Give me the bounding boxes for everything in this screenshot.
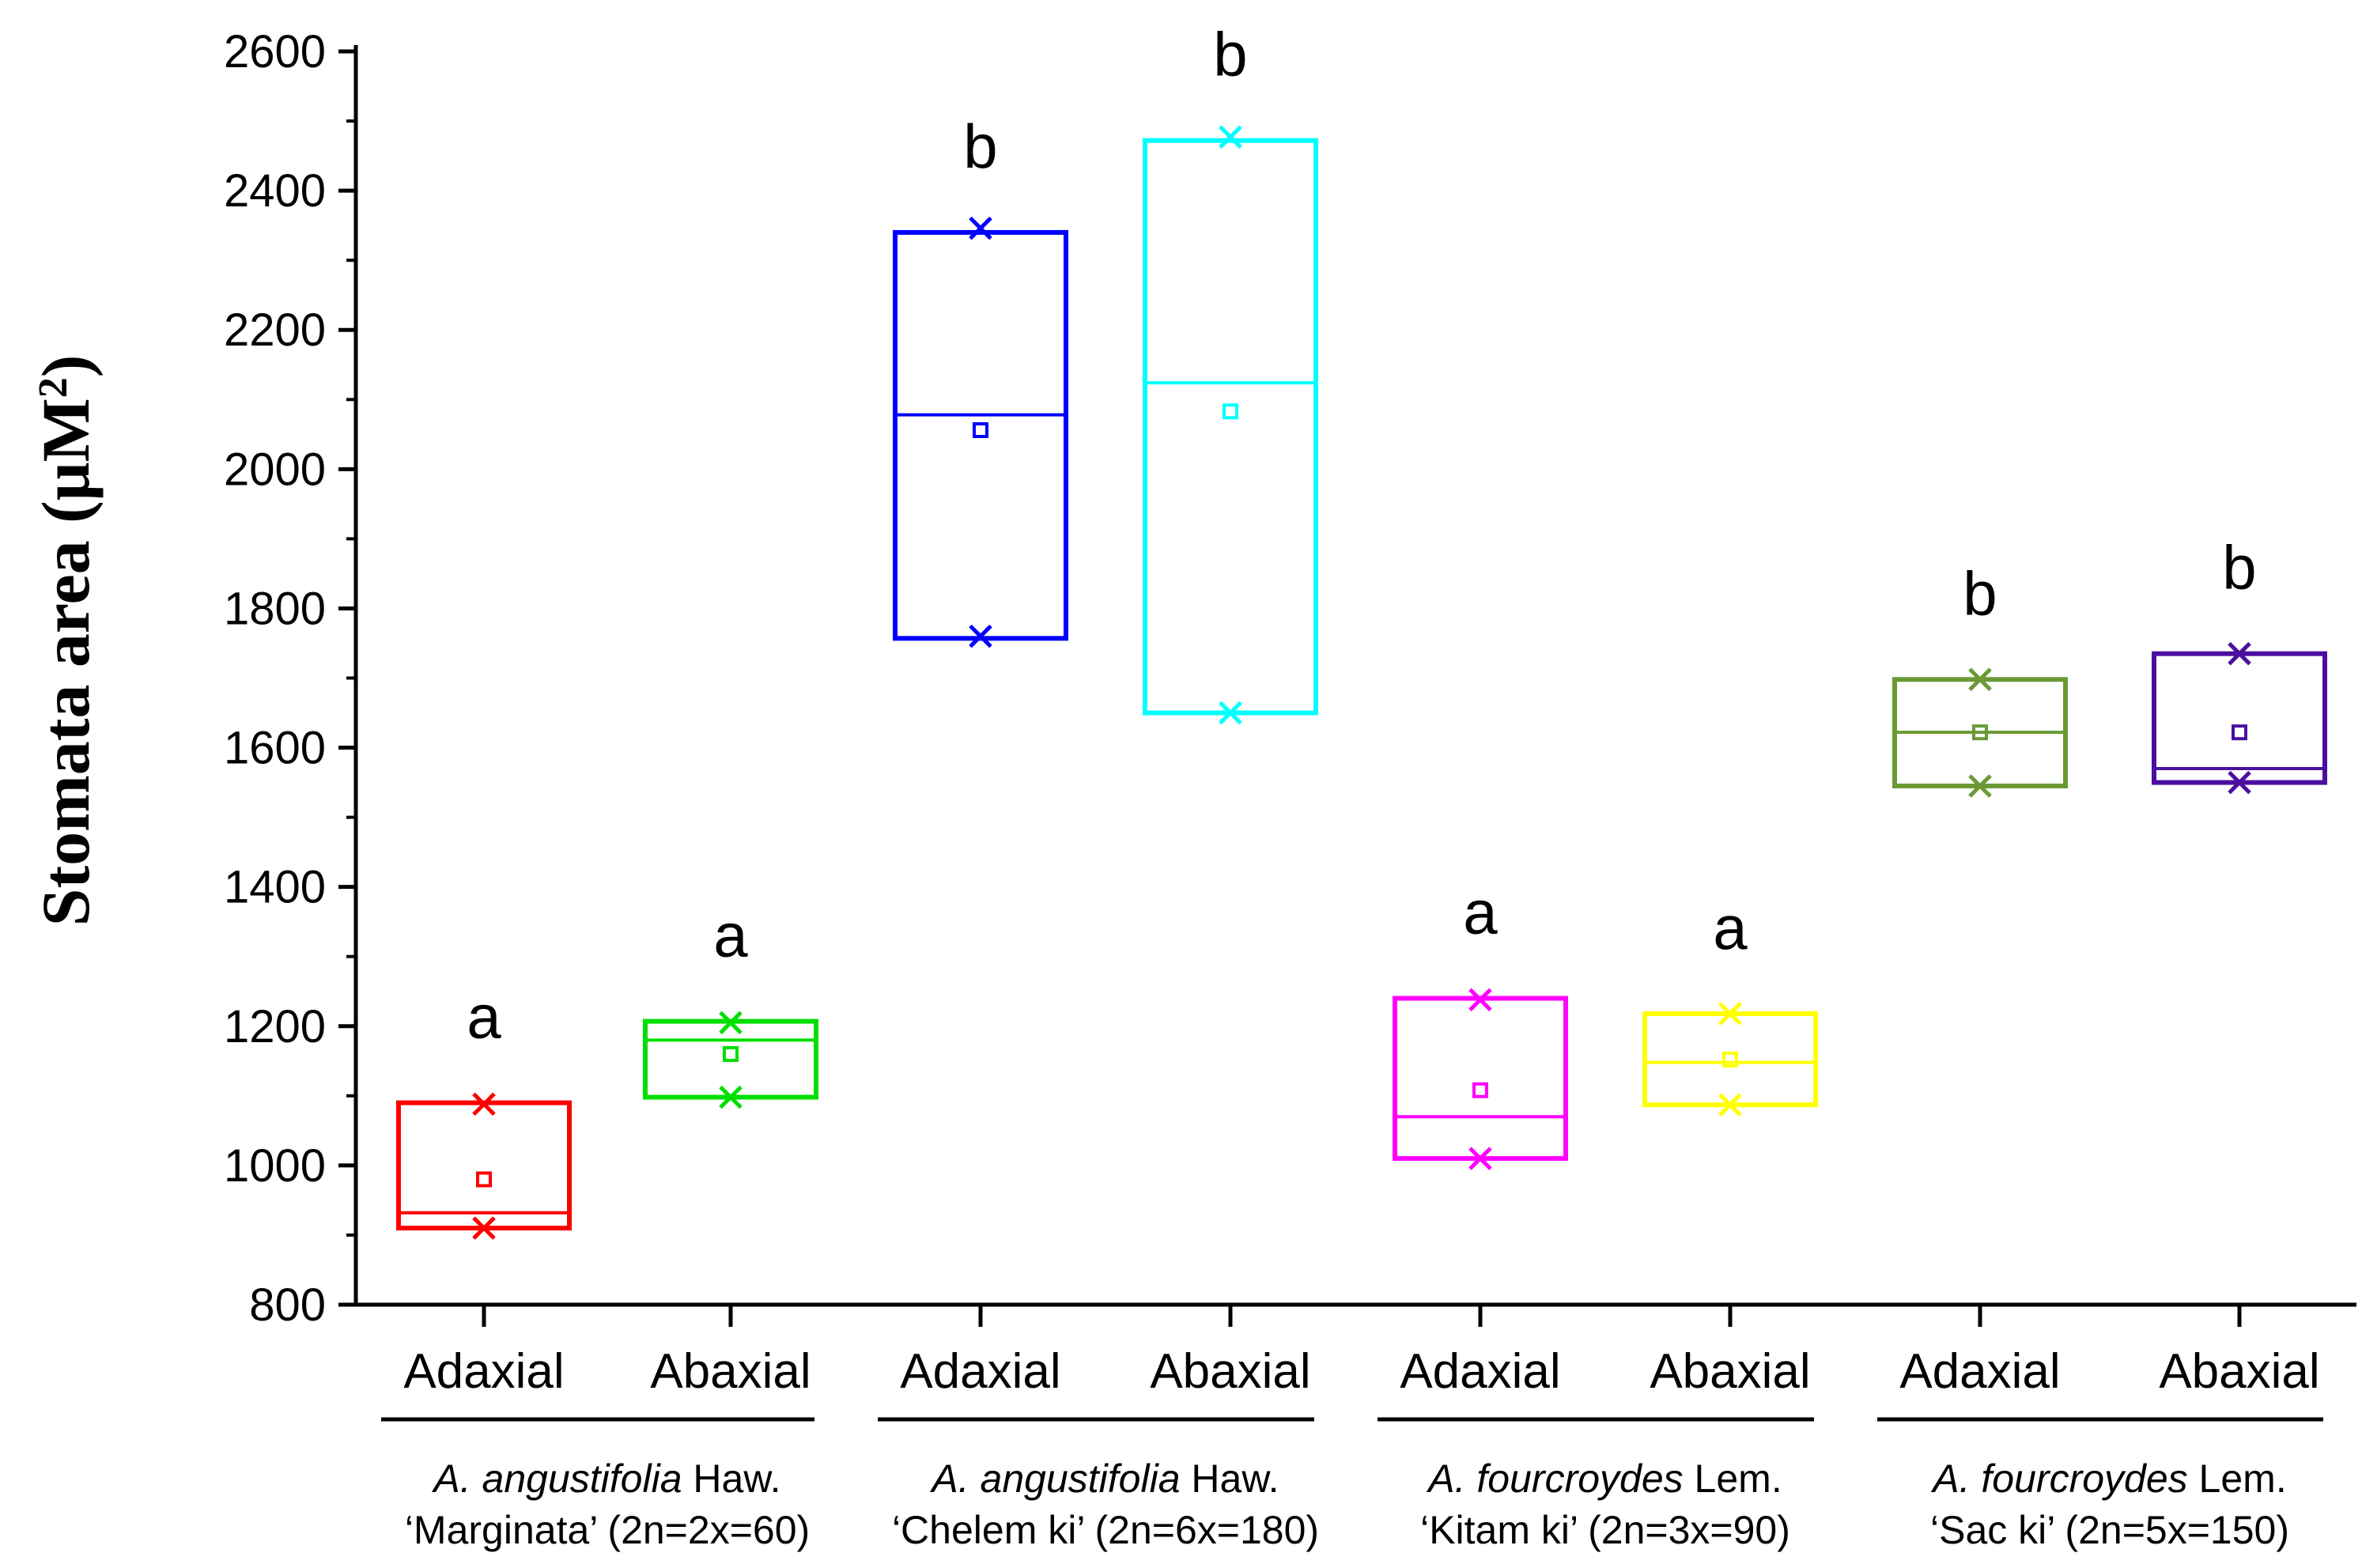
extreme-marker-stroke xyxy=(2228,770,2251,795)
mean-marker xyxy=(1972,724,1988,741)
y-tick-label: 2000 xyxy=(224,444,326,495)
group-label-species: A. angustifolia xyxy=(929,1457,1180,1501)
mean-marker xyxy=(973,422,988,439)
box-adaxial xyxy=(396,1100,572,1231)
y-axis-label-close: ) xyxy=(28,355,104,378)
group-label-authority: Lem. xyxy=(1684,1457,1782,1501)
y-tick-label: 1800 xyxy=(224,583,326,634)
extreme-marker-stroke xyxy=(1219,701,1242,725)
group-label-line1: A. angustifolia Haw. xyxy=(431,1457,780,1501)
mean-marker xyxy=(723,1046,739,1062)
extreme-marker xyxy=(1968,667,1992,692)
significance-letter: a xyxy=(1713,893,1748,962)
x-category-label: Adaxial xyxy=(1899,1344,2060,1399)
mean-marker xyxy=(1472,1082,1488,1098)
extreme-marker xyxy=(2228,770,2251,795)
group-label-authority: Haw. xyxy=(1181,1457,1279,1501)
box-series xyxy=(396,125,2327,1240)
y-axis-label-main: Stomata area (μM xyxy=(28,398,104,926)
extreme-marker xyxy=(1468,988,1492,1012)
box-abaxial xyxy=(1143,138,1318,716)
mean-marker xyxy=(1223,403,1238,420)
extreme-marker xyxy=(1468,1147,1492,1170)
extreme-marker-stroke xyxy=(969,216,992,240)
group-label-line2: ‘Sac ki’ (2n=5x=150) xyxy=(1930,1508,2289,1552)
extreme-marker xyxy=(969,624,992,648)
y-tick-label: 2400 xyxy=(224,165,326,217)
significance-letter: a xyxy=(467,982,501,1052)
group-label-line1: A. fourcroydes Lem. xyxy=(1930,1457,2286,1501)
extreme-marker-stroke xyxy=(719,1011,743,1035)
extreme-marker xyxy=(719,1011,743,1035)
mean-marker xyxy=(2232,724,2247,741)
x-category-label: Adaxial xyxy=(900,1344,1060,1399)
group-label-line1: A. fourcroydes Lem. xyxy=(1426,1457,1782,1501)
x-category-label: Adaxial xyxy=(403,1344,564,1399)
group-label-authority: Lem. xyxy=(2188,1457,2287,1501)
y-axis-label: Stomata area (μM2) xyxy=(28,355,104,927)
group-label-species: A. angustifolia xyxy=(431,1457,682,1501)
group-label-species: A. fourcroydes xyxy=(1426,1457,1683,1501)
y-tick-label: 800 xyxy=(249,1279,326,1331)
x-category-label: Abaxial xyxy=(1650,1344,1810,1399)
group-label-line2: ‘Marginata’ (2n=2x=60) xyxy=(405,1508,810,1552)
extreme-marker-stroke xyxy=(1468,988,1492,1012)
extreme-marker-stroke xyxy=(1718,1093,1742,1117)
significance-letter: a xyxy=(1463,878,1498,947)
mean-marker xyxy=(476,1171,492,1188)
extreme-marker-stroke xyxy=(1468,1147,1492,1170)
x-category-label: Abaxial xyxy=(1150,1344,1310,1399)
x-axis xyxy=(356,1302,2356,1327)
group-label-authority: Haw. xyxy=(682,1457,781,1501)
extreme-marker xyxy=(1718,1093,1742,1117)
extreme-marker xyxy=(719,1085,743,1109)
box-adaxial xyxy=(1393,996,1568,1162)
group-label-line1: A. angustifolia Haw. xyxy=(929,1457,1279,1501)
y-axis-label-sup: 2 xyxy=(31,377,76,398)
y-tick-label: 1200 xyxy=(224,1001,326,1052)
y-tick-label: 1400 xyxy=(224,862,326,913)
significance-letter: a xyxy=(713,901,748,970)
y-tick-label: 1600 xyxy=(224,723,326,774)
extreme-marker-stroke xyxy=(719,1085,743,1109)
extreme-marker xyxy=(2228,641,2251,666)
box-abaxial xyxy=(2152,651,2327,785)
y-axis: 800 1000 1200 1400 1600 1800 2000 2200 2400 2600 xyxy=(224,26,358,1331)
extreme-marker xyxy=(1718,1002,1742,1026)
x-category-label: Abaxial xyxy=(650,1344,811,1399)
significance-letter: b xyxy=(963,111,997,181)
mean-marker xyxy=(1722,1052,1738,1068)
significance-letter: b xyxy=(2222,533,2256,603)
extreme-marker xyxy=(969,216,992,240)
extreme-marker xyxy=(1968,774,1992,798)
significance-letter: b xyxy=(1963,558,1997,628)
extreme-marker-stroke xyxy=(1219,125,1242,149)
extreme-marker xyxy=(472,1092,496,1116)
group-label-line2: ‘Kitam ki’ (2n=3x=90) xyxy=(1420,1508,1790,1552)
extreme-marker-stroke xyxy=(969,624,992,648)
extreme-marker-stroke xyxy=(472,1216,496,1240)
x-category-label: Adaxial xyxy=(1400,1344,1560,1399)
x-category-label: Abaxial xyxy=(2159,1344,2319,1399)
extreme-marker-stroke xyxy=(472,1092,496,1116)
group-label-species: A. fourcroydes xyxy=(1930,1457,2187,1501)
y-tick-label: 2600 xyxy=(224,26,326,77)
y-tick-label: 2200 xyxy=(224,304,326,356)
extreme-marker-stroke xyxy=(1718,1002,1742,1026)
significance-letter: b xyxy=(1213,20,1247,89)
extreme-marker-stroke xyxy=(2228,641,2251,666)
extreme-marker xyxy=(1219,125,1242,149)
extreme-marker xyxy=(472,1216,496,1240)
group-label-line2: ‘Chelem ki’ (2n=6x=180) xyxy=(892,1508,1319,1552)
box-abaxial xyxy=(1642,1011,1818,1108)
extreme-marker xyxy=(1219,701,1242,725)
y-tick-label: 1000 xyxy=(224,1140,326,1192)
extreme-marker-stroke xyxy=(1968,667,1992,692)
extreme-marker-stroke xyxy=(1968,774,1992,798)
